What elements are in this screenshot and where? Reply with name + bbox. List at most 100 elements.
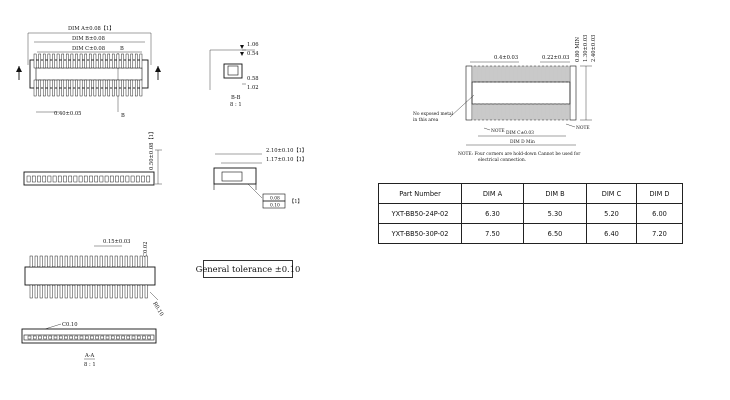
- end-view: 2.10±0.10【1】 1.17±0.10【1】 0.08 0.10 【1】: [213, 147, 307, 209]
- connector-pin: [102, 79, 106, 97]
- fcf-2: 0.10: [270, 204, 280, 209]
- connector-pin: [34, 284, 38, 299]
- connector-pin: [107, 53, 111, 69]
- connector-pin: [31, 175, 36, 183]
- connector-pin: [116, 53, 120, 69]
- top-pins-lower: [33, 79, 143, 97]
- pcb-pad: [497, 103, 501, 121]
- connector-slot: [32, 335, 37, 340]
- connector-slot: [121, 335, 125, 340]
- connector-slot: [105, 335, 110, 340]
- cell-dim-d: 6.00: [636, 203, 683, 224]
- connector-pin: [99, 255, 103, 268]
- pcb-pad: [509, 103, 513, 121]
- pcb-dim-3: 0.80 MIN: [575, 36, 581, 62]
- connector-pin: [63, 175, 67, 183]
- connector-slot: [43, 335, 47, 340]
- pcb-pads-upper: [473, 65, 569, 83]
- pcb-pad: [529, 65, 533, 83]
- connector-pin: [47, 79, 51, 97]
- connector-pin: [93, 53, 97, 69]
- pcb-pad: [513, 65, 517, 83]
- connector-pin: [64, 284, 68, 299]
- connector-pin: [98, 53, 101, 69]
- pcb-pad: [541, 103, 545, 121]
- connector-pin: [56, 79, 60, 97]
- pcb-pad: [481, 65, 485, 83]
- connector-slot: [74, 335, 79, 340]
- pcb-pad: [565, 65, 569, 83]
- connector-pin: [75, 53, 78, 69]
- connector-pin: [99, 175, 104, 183]
- connector-pin: [61, 53, 65, 69]
- bb-dim-2: 0.54: [247, 51, 259, 57]
- pcb-pad: [473, 65, 477, 83]
- pcb-metal-label: No exposed metal: [413, 112, 454, 117]
- pcb-pad: [493, 103, 497, 121]
- pcb-pad: [517, 103, 521, 121]
- connector-pin: [89, 255, 93, 268]
- connector-pin: [107, 79, 111, 97]
- connector-pin: [94, 175, 99, 183]
- pcb-note-line-2: electrical connection.: [478, 158, 526, 163]
- fcf-1: 0.08: [270, 197, 280, 202]
- pcb-pad: [513, 103, 517, 121]
- pcb-pad: [561, 65, 565, 83]
- connector-pin: [119, 284, 123, 299]
- connector-slot: [69, 335, 73, 340]
- pcb-pad: [517, 65, 521, 83]
- bb-dim-3: 0.58: [247, 76, 259, 82]
- general-tolerance-box: General tolerance ±0.10: [196, 260, 300, 278]
- side-pins: [26, 175, 151, 183]
- pcb-pad: [521, 103, 525, 121]
- connector-pin: [84, 255, 88, 268]
- connector-pin: [124, 255, 128, 268]
- fcf-ref: 【1】: [289, 198, 303, 205]
- pcb-pad: [489, 65, 493, 83]
- connector-pin: [34, 255, 38, 268]
- connector-pin: [109, 284, 113, 299]
- connector-pin: [61, 79, 65, 97]
- pcb-pad: [489, 103, 493, 121]
- aa-scale-label: 8 : 1: [84, 362, 96, 368]
- connector-pin: [125, 79, 129, 97]
- connector-pin: [134, 53, 138, 69]
- connector-pin: [44, 284, 48, 299]
- connector-slot: [147, 335, 151, 340]
- connector-pin: [56, 53, 60, 69]
- pcb-pad: [477, 103, 481, 121]
- pcb-pad: [537, 65, 541, 83]
- connector-pin: [54, 255, 58, 268]
- pcb-pad: [533, 103, 537, 121]
- pcb-pad: [505, 103, 509, 121]
- aa-section-label: A-A: [84, 353, 94, 359]
- connector-pin: [125, 53, 129, 69]
- connector-pin: [39, 284, 43, 299]
- connector-pin: [70, 79, 74, 97]
- pcb-layout: 0.4±0.03 0.22±0.03 0.80 MIN 1.30±0.03 2.…: [413, 35, 597, 163]
- connector-pin: [78, 175, 83, 183]
- cell-dim-a: 7.50: [461, 223, 524, 244]
- connector-pin: [121, 79, 124, 97]
- aa-chamfer: C0.10: [62, 322, 78, 328]
- connector-pin: [64, 255, 68, 268]
- pcb-metal-label-2: in this area: [413, 118, 439, 123]
- top-pins-upper: [33, 53, 143, 69]
- pcb-pad: [529, 103, 533, 121]
- section-bb-view: 1.06 0.54 0.58 1.02 B-B 8 : 1: [209, 42, 259, 108]
- pcb-pad: [493, 65, 497, 83]
- pcb-pad: [521, 65, 525, 83]
- pcb-pad: [501, 65, 505, 83]
- connector-pin: [47, 53, 51, 69]
- end-width-inner: 1.17±0.10【1】: [266, 156, 307, 163]
- connector-pin: [29, 255, 33, 268]
- section-b-top-label: B: [120, 46, 124, 52]
- connector-pin: [68, 175, 73, 183]
- top-view: DIM A±0.08【1】 DIM B±0.08 DIM C±0.08 B 0.…: [16, 25, 161, 119]
- connector-pin: [79, 255, 83, 268]
- connector-slot: [131, 335, 136, 340]
- bottom-pins-upper: [29, 255, 148, 268]
- header-dim-a: DIM A: [461, 183, 524, 204]
- bb-dim-1: 1.06: [247, 42, 259, 48]
